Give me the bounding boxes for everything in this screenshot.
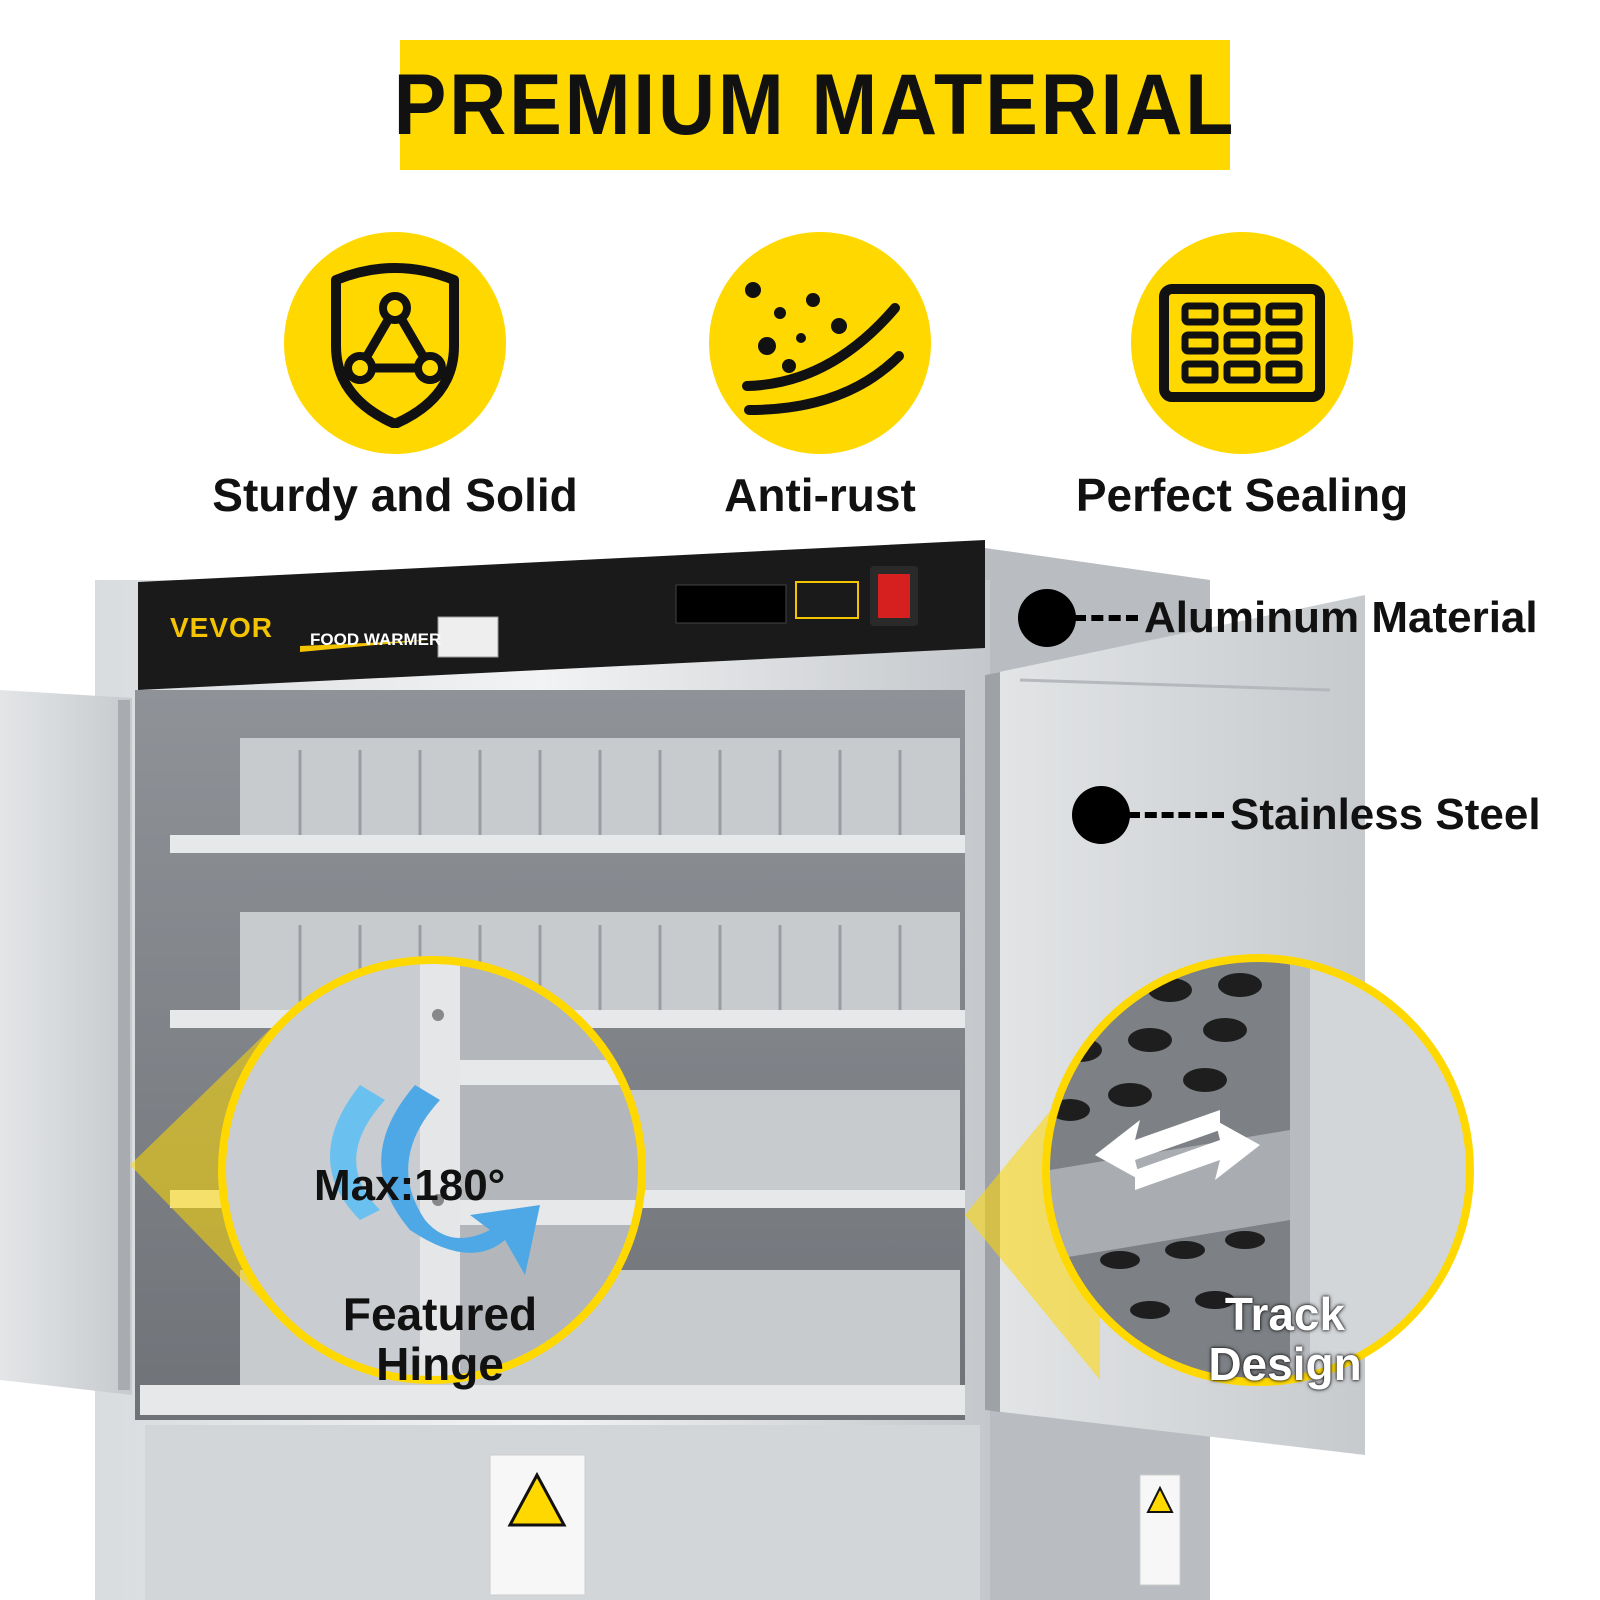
feature-label: Perfect Sealing	[1075, 469, 1409, 521]
feature-sturdy: Sturdy and Solid	[175, 232, 615, 522]
grid-panel-icon	[1159, 284, 1325, 402]
hinge-zoom	[222, 960, 642, 1380]
power-switch	[878, 574, 910, 618]
callout-label: Stainless Steel	[1230, 790, 1541, 839]
track-label-text: Track Design	[1208, 1288, 1362, 1390]
track-label: Track Design	[1200, 1289, 1361, 1389]
callout-line	[1074, 615, 1138, 621]
brand-logo: VEVOR	[170, 612, 274, 643]
feature-circle	[284, 232, 506, 454]
warning-icon	[507, 1471, 567, 1527]
particles-wave-icon	[742, 282, 904, 415]
rotate-arrow-icon	[330, 1085, 385, 1220]
hinge-label-text: Featured Hinge	[342, 1288, 538, 1390]
feature-anti-rust: Anti-rust	[600, 232, 1040, 522]
page-title: PREMIUM MATERIAL	[393, 56, 1237, 153]
shield-triangle-icon	[331, 263, 459, 428]
slide-arrow-icon	[1095, 1110, 1220, 1180]
callout-line	[1128, 812, 1224, 818]
feature-label: Anti-rust	[724, 469, 916, 521]
callout-aluminum: Aluminum Material	[1018, 589, 1538, 647]
track-zoom	[1046, 958, 1470, 1382]
hinge-angle-label: Max:180°	[314, 1161, 506, 1210]
feature-circle	[1131, 232, 1353, 454]
hinge-label: Featured Hinge	[330, 1289, 537, 1389]
callout-dot	[1018, 589, 1076, 647]
callout-dot	[1072, 786, 1130, 844]
control-panel	[138, 540, 985, 690]
feature-label: Sturdy and Solid	[212, 469, 578, 521]
callout-stainless: Stainless Steel	[1072, 786, 1541, 844]
left-door	[0, 690, 132, 1395]
product-model: FOOD WARMER	[310, 630, 442, 649]
callout-label: Aluminum Material	[1144, 593, 1538, 642]
feature-sealing: Perfect Sealing	[1022, 232, 1462, 522]
title-banner: PREMIUM MATERIAL	[394, 40, 1234, 170]
food-warmer-illustration	[0, 540, 1474, 1600]
feature-circle	[709, 232, 931, 454]
